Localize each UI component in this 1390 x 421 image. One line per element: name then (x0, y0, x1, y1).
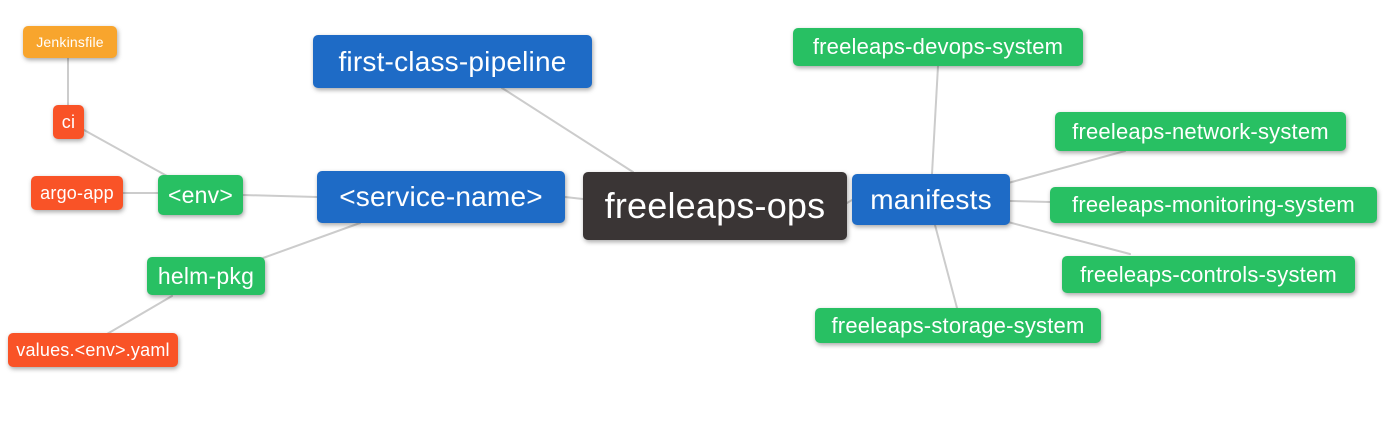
node-service-name[interactable]: <service-name> (317, 171, 565, 223)
node-freeleaps-devops-system[interactable]: freeleaps-devops-system (793, 28, 1083, 66)
edge-values-helm-pkg (106, 295, 173, 335)
edge-root-manifests (846, 199, 853, 204)
node-freeleaps-ops[interactable]: freeleaps-ops (583, 172, 847, 240)
node-manifests[interactable]: manifests (852, 174, 1010, 225)
node-ci[interactable]: ci (53, 105, 84, 139)
node-first-class-pipeline[interactable]: first-class-pipeline (313, 35, 592, 88)
edge-manifests-controls (1007, 221, 1131, 255)
edge-service-name-root (564, 196, 584, 200)
edge-manifests-monitoring (1009, 200, 1051, 203)
node-jenkinsfile[interactable]: Jenkinsfile (23, 26, 117, 58)
edge-helm-pkg-service-name (262, 222, 361, 259)
node-freeleaps-controls-system[interactable]: freeleaps-controls-system (1062, 256, 1355, 293)
node-freeleaps-network-system[interactable]: freeleaps-network-system (1055, 112, 1346, 151)
node-argo-app[interactable]: argo-app (31, 176, 123, 210)
node-freeleaps-monitoring-system[interactable]: freeleaps-monitoring-system (1050, 187, 1377, 223)
edge-manifests-network (1007, 150, 1126, 184)
node-env[interactable]: <env> (158, 175, 243, 215)
edge-env-service-name (242, 194, 318, 198)
edge-manifests-storage (934, 224, 958, 309)
edge-ci-env (83, 129, 168, 177)
node-values-env-yaml[interactable]: values.<env>.yaml (8, 333, 178, 367)
edge-manifests-devops (931, 65, 939, 175)
edge-pipeline-root (501, 87, 634, 173)
node-helm-pkg[interactable]: helm-pkg (147, 257, 265, 295)
node-freeleaps-storage-system[interactable]: freeleaps-storage-system (815, 308, 1101, 343)
